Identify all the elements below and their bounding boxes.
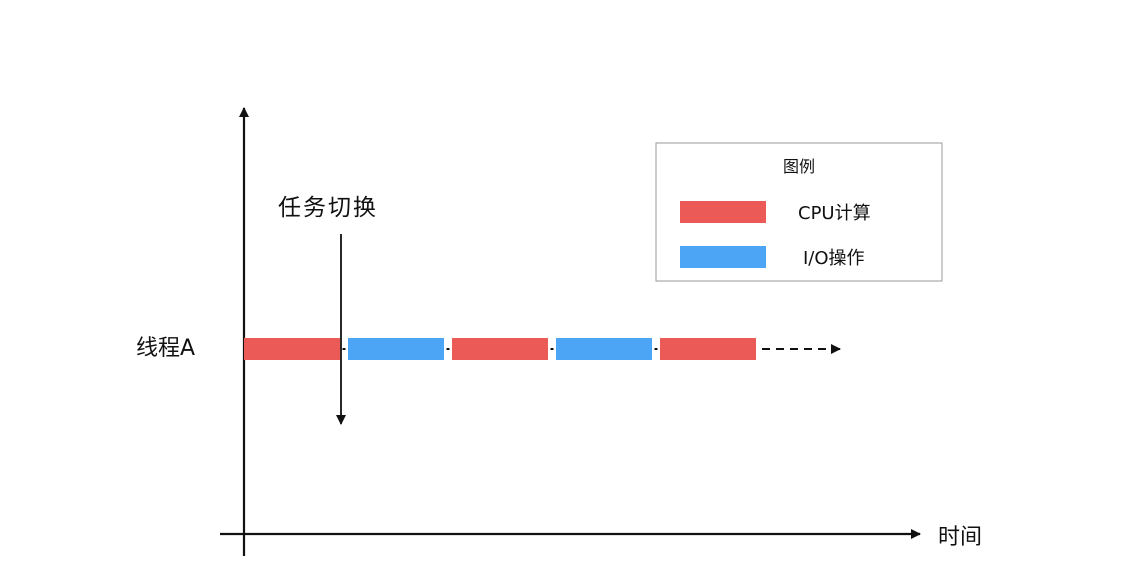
legend: 图例 CPU计算 I/O操作 <box>655 142 943 282</box>
timeline-segment-io <box>348 338 444 360</box>
timeline-segment-cpu <box>660 338 756 360</box>
legend-swatch-io <box>680 246 766 268</box>
legend-label-cpu: CPU计算 <box>798 203 871 224</box>
timeline-segment-cpu <box>452 338 548 360</box>
legend-label-io: I/O操作 <box>803 248 865 269</box>
legend-title: 图例 <box>783 157 815 176</box>
task-switch-label: 任务切换 <box>278 195 378 221</box>
thread-label: 线程A <box>136 336 195 361</box>
legend-swatch-cpu <box>680 201 766 223</box>
time-axis-label: 时间 <box>938 525 982 550</box>
timeline-segments <box>244 338 756 360</box>
timeline-segment-cpu <box>244 338 340 360</box>
timeline-segment-io <box>556 338 652 360</box>
